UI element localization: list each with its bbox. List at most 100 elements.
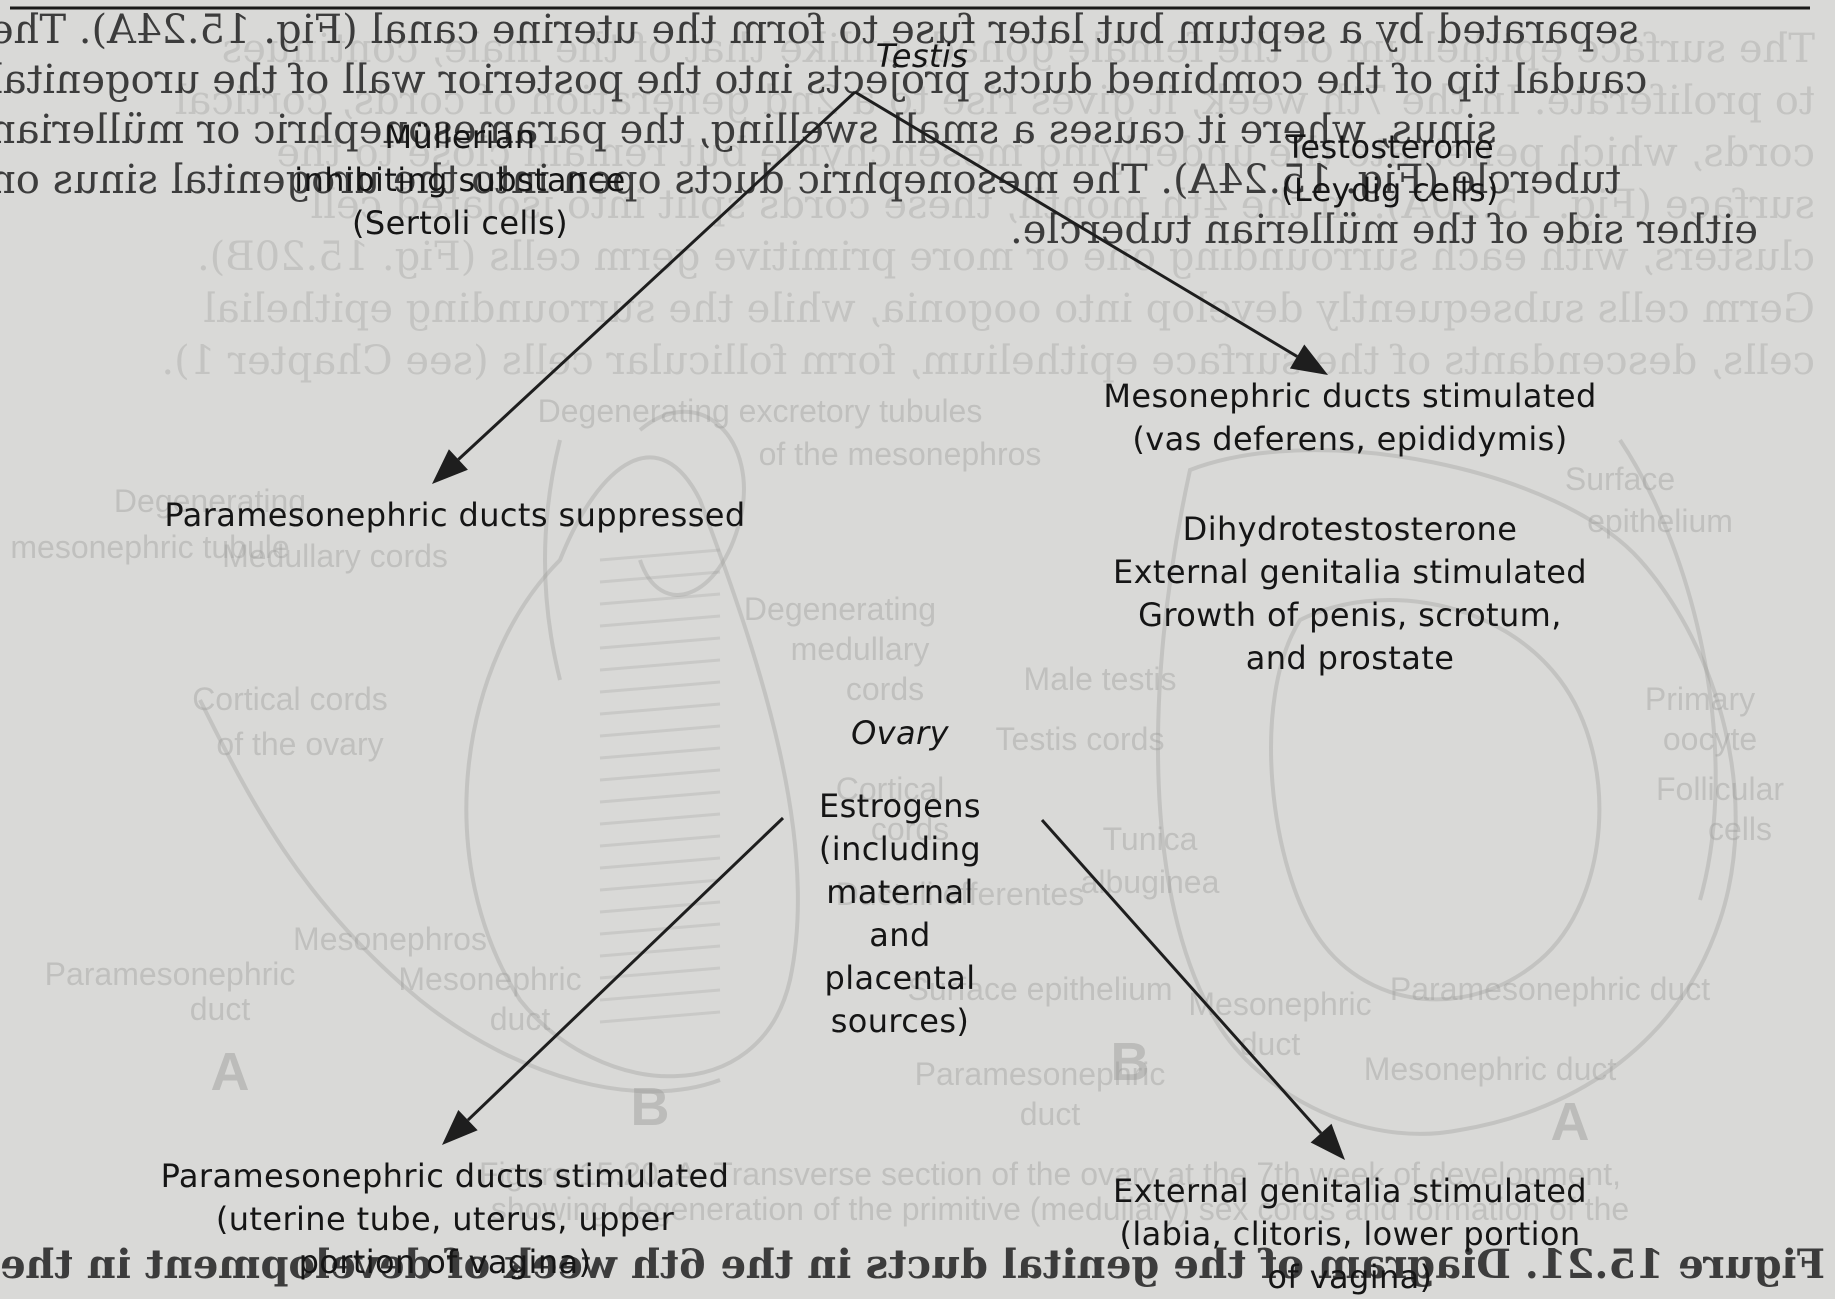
node-line: Growth of penis, scrotum, (1138, 596, 1562, 634)
node-line: Estrogens (818, 787, 982, 825)
arrow-estrogens-to-para-stim-shaft (466, 816, 785, 1122)
ghost-label: Mesonephros (293, 921, 487, 957)
arrow-testis-to-para-supp (432, 90, 857, 484)
node-line: portion of vagina) (298, 1243, 592, 1281)
ghost-label: B (1111, 1032, 1150, 1092)
ghost-outline (198, 699, 721, 1094)
ghost-outline (1156, 448, 1738, 1136)
arrow-estrogens-to-ext-gen (1040, 819, 1345, 1160)
node-line: of vagina) (1267, 1258, 1433, 1296)
ghost-label: duct (1240, 1026, 1301, 1062)
ghost-label: Primary (1645, 681, 1755, 717)
ghost-hatch-line (599, 900, 721, 914)
ghost-label: oocyte (1663, 721, 1757, 757)
ghost-hatch-line (599, 548, 721, 562)
node-line: (Sertoli cells) (352, 204, 568, 242)
ghost-label: Paramesonephric (915, 1056, 1166, 1092)
arrow-estrogens-to-para-stim (442, 816, 785, 1145)
ghost-outline (464, 455, 800, 1079)
ghost-label: Ductuli efferentes (836, 876, 1084, 912)
ghost-label: Degenerating (114, 483, 306, 519)
ghost-hatch-line (599, 680, 721, 694)
ghost-label: Degenerating excretory tubules (538, 393, 983, 429)
node-line: Ovary (851, 714, 949, 752)
node-testosterone: Testosterone(Leydig cells) (1175, 126, 1605, 212)
node-line: inhibiting substance (294, 161, 626, 199)
ghost-hatch-line (599, 834, 721, 848)
ghost-label: duct (1020, 1096, 1081, 1132)
node-line: placental (824, 959, 976, 997)
node-external-genitalia-stimulated: External genitalia stimulated (labia, cli… (1040, 1170, 1660, 1299)
ghost-hatch-line (599, 988, 721, 1002)
ghost-hatch-line (599, 614, 721, 628)
ghost-label: cells (1708, 811, 1772, 847)
ghost-text-line: clusters, with each surrounding one or m… (197, 234, 1815, 280)
ghost-hatch-line (599, 658, 721, 672)
ghost-label: cords (846, 671, 924, 707)
arrow-testis-to-meso-stim-shaft (854, 90, 1298, 358)
ghost-label: albuginea (1081, 864, 1220, 900)
ghost-hatch-line (599, 570, 721, 584)
arrow-testis-to-para-supp-head (432, 449, 468, 484)
ghost-hatch-line (599, 1010, 721, 1024)
ghost-label: Figure 15.20. A. Transverse section of t… (479, 1156, 1621, 1192)
node-line: (vas deferens, epididymis) (1132, 420, 1568, 458)
node-line: and prostate (1245, 639, 1455, 677)
ghost-label: Surface epithelium (907, 971, 1172, 1007)
ghost-text-line: surface (Fig. 15.20A). In the 4th month,… (310, 182, 1815, 228)
ghost-label: Paramesonephric (45, 956, 296, 992)
ghost-label: Male testis (1024, 661, 1177, 697)
ghost-label: A (1551, 1092, 1590, 1152)
ghost-label: medullary (791, 631, 930, 667)
ghost-text-line: Germ cells subsequently develop into oog… (203, 286, 1815, 332)
ghost-label: duct (190, 991, 251, 1027)
ghost-outline (638, 409, 746, 597)
ghost-label: Mesonephric (398, 961, 581, 997)
ghost-hatch-line (599, 812, 721, 826)
ghost-label: Follicular (1656, 771, 1784, 807)
ghost-label: Mesonephric (1188, 986, 1371, 1022)
ghost-label: showing degeneration of the primitive (m… (491, 1191, 1629, 1227)
ghost-outline (1269, 598, 1602, 1002)
node-line: Dihydrotestosterone (1182, 510, 1518, 548)
node-line: External genitalia stimulated (1112, 1172, 1588, 1210)
ghost-hatch-line (599, 636, 721, 650)
ghost-label: mesonephric tubule (10, 529, 289, 565)
arrow-estrogens-to-para-stim-head (442, 1109, 478, 1145)
ghost-label: cords (871, 811, 949, 847)
node-line: and (869, 916, 931, 954)
node-line: maternal (826, 873, 974, 911)
ghost-text-line: cords, which penetrate the underlying me… (276, 130, 1815, 176)
arrow-estrogens-to-ext-gen-head (1310, 1123, 1345, 1160)
ghost-label: A (211, 1042, 250, 1102)
ghost-label: Testis cords (996, 721, 1165, 757)
node-paramesonephric-ducts-stimulated: Paramesonephric ducts stimulated(uterine… (95, 1155, 795, 1284)
node-line: Testis (875, 37, 969, 75)
ghost-hatch-line (599, 878, 721, 892)
node-line: (labia, clitoris, lower portion (1119, 1215, 1581, 1253)
node-mesonephric-ducts-stimulated: Mesonephric ducts stimulated(vas deferen… (1030, 375, 1670, 461)
ghost-label: Paramesonephric duct (1390, 971, 1710, 1007)
node-paramesonephric-ducts-suppressed: Paramesonephric ducts suppressed (85, 494, 825, 537)
ghost-hatch-line (599, 768, 721, 782)
ghost-text-line: to proliferate. In the 7th week, it give… (175, 78, 1815, 124)
arrow-testis-to-meso-stim (854, 90, 1328, 375)
ghost-hatch-line (599, 856, 721, 870)
node-line: (including (818, 830, 982, 868)
ghost-hatch-line (599, 724, 721, 738)
node-line: Paramesonephric ducts stimulated (160, 1157, 730, 1195)
ghost-hatch-line (599, 944, 721, 958)
ghost-hatching (599, 548, 721, 1024)
ghost-label: duct (490, 1001, 551, 1037)
ghost-hatch-line (599, 746, 721, 760)
node-line: External genitalia stimulated (1112, 553, 1588, 591)
node-line: (Leydig cells) (1281, 171, 1499, 209)
ghost-hatch-line (599, 592, 721, 606)
ghost-outline (1618, 438, 1718, 901)
